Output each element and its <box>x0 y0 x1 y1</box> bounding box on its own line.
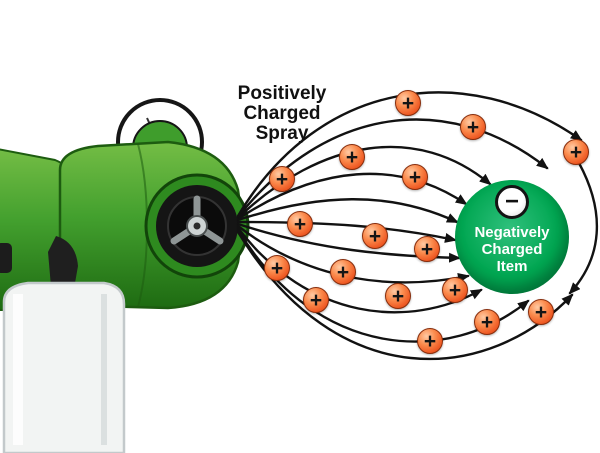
positive-particle: + <box>362 223 388 249</box>
positive-particle: + <box>563 139 589 165</box>
positive-particle: + <box>414 236 440 262</box>
positive-particle: + <box>528 299 554 325</box>
spray-arrow <box>568 161 599 295</box>
spray-arrow <box>236 172 468 221</box>
minus-icon: − <box>495 185 529 219</box>
nozzle <box>144 173 250 279</box>
spray-arrow <box>236 230 574 361</box>
spray-arrow <box>236 198 459 224</box>
side-knob <box>0 243 12 273</box>
positive-particle: + <box>402 164 428 190</box>
positive-particle: + <box>395 90 421 116</box>
positive-particle: + <box>339 144 365 170</box>
positive-particle: + <box>303 287 329 313</box>
positive-particle: + <box>442 277 468 303</box>
spray-label: Positively Charged Spray <box>237 83 327 144</box>
target-label: Negatively Charged Item <box>474 224 550 275</box>
positive-particle: + <box>269 166 295 192</box>
sprayer-illustration <box>0 98 250 453</box>
spray-bottle <box>2 281 126 453</box>
positive-particle: + <box>330 259 356 285</box>
positive-particle: + <box>287 211 313 237</box>
positive-particle: + <box>385 283 411 309</box>
positive-particle: + <box>417 328 443 354</box>
positive-particle: + <box>264 255 290 281</box>
spray-arrow <box>236 220 457 243</box>
minus-symbol: − <box>504 188 519 215</box>
negatively-charged-item: − Negatively Charged Item <box>455 180 569 294</box>
spray-arrow <box>236 224 470 284</box>
spray-arrow <box>236 145 492 220</box>
positive-particle: + <box>474 309 500 335</box>
positive-particle: + <box>460 114 486 140</box>
